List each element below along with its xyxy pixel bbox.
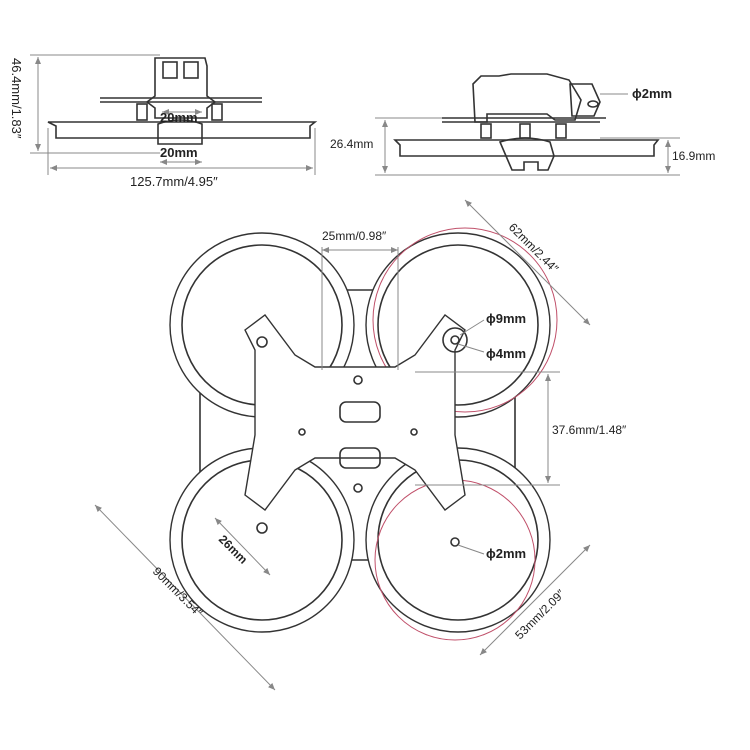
- front-height-label: 26.4mm: [330, 137, 373, 151]
- side-height-label: 46.4mm/1.83″: [9, 58, 24, 139]
- front-duct-height-label: 16.9mm: [672, 149, 715, 163]
- small-hole-label: ϕ2mm: [486, 546, 526, 561]
- side-view: [30, 54, 318, 175]
- front-view: [375, 73, 680, 176]
- spacing-label: 37.6mm/1.48″: [552, 423, 627, 437]
- outer-hole-label: ϕ9mm: [486, 311, 526, 326]
- side-bottom-width-label: 20mm: [160, 145, 198, 160]
- top-view: [94, 199, 591, 691]
- stack-label: 25mm/0.98″: [322, 229, 387, 243]
- side-width-label: 125.7mm/4.95″: [130, 174, 218, 189]
- inner-hole-label: ϕ4mm: [486, 346, 526, 361]
- side-top-width-label: 20mm: [160, 110, 198, 125]
- front-hole-label: ϕ2mm: [632, 86, 672, 101]
